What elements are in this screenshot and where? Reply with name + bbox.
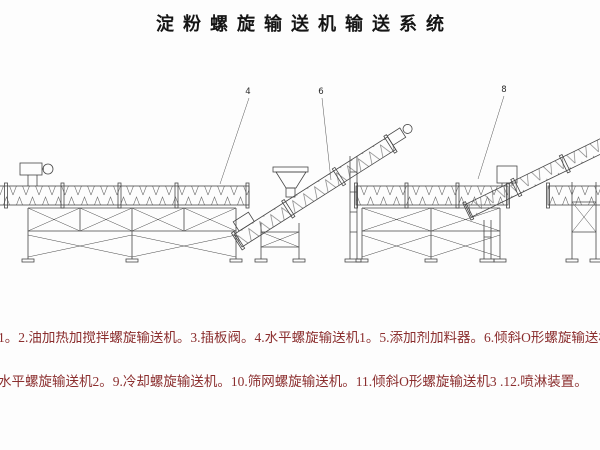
inclined-conveyor-2 bbox=[462, 131, 600, 221]
parts-legend: 1。2.油加热加搅拌螺旋输送机。3.插板阀。4.水平螺旋输送机1。5.添加剂加料… bbox=[0, 331, 600, 388]
left-support-truss bbox=[21, 207, 243, 263]
inclined-conveyor-1 bbox=[230, 124, 413, 251]
schematic-drawing: 4 6 8 bbox=[0, 85, 600, 263]
callout-6: 6 bbox=[318, 87, 323, 97]
far-right-structure bbox=[565, 182, 600, 263]
drawing-title: 淀粉螺旋输送机输送系统 bbox=[156, 14, 453, 34]
feeder-hopper bbox=[272, 166, 309, 198]
incline-lower-stand bbox=[254, 223, 306, 263]
left-drive-unit bbox=[19, 162, 54, 186]
incline-2-support bbox=[479, 220, 495, 263]
incline-top-support bbox=[344, 156, 362, 263]
right-support-truss bbox=[355, 207, 507, 263]
conveyor-left bbox=[0, 182, 250, 209]
callout-leaders bbox=[219, 95, 505, 185]
legend-line-1: 1。2.油加热加搅拌螺旋输送机。3.插板阀。4.水平螺旋输送机1。5.添加剂加料… bbox=[0, 331, 600, 345]
conveyor-far-right-partial bbox=[546, 182, 600, 209]
callout-4: 4 bbox=[245, 87, 250, 97]
callout-8: 8 bbox=[501, 85, 506, 95]
legend-line-2: 水平螺旋输送机2。9.冷却螺旋输送机。10.筛网螺旋输送机。11.倾斜O形螺旋输… bbox=[0, 373, 588, 388]
